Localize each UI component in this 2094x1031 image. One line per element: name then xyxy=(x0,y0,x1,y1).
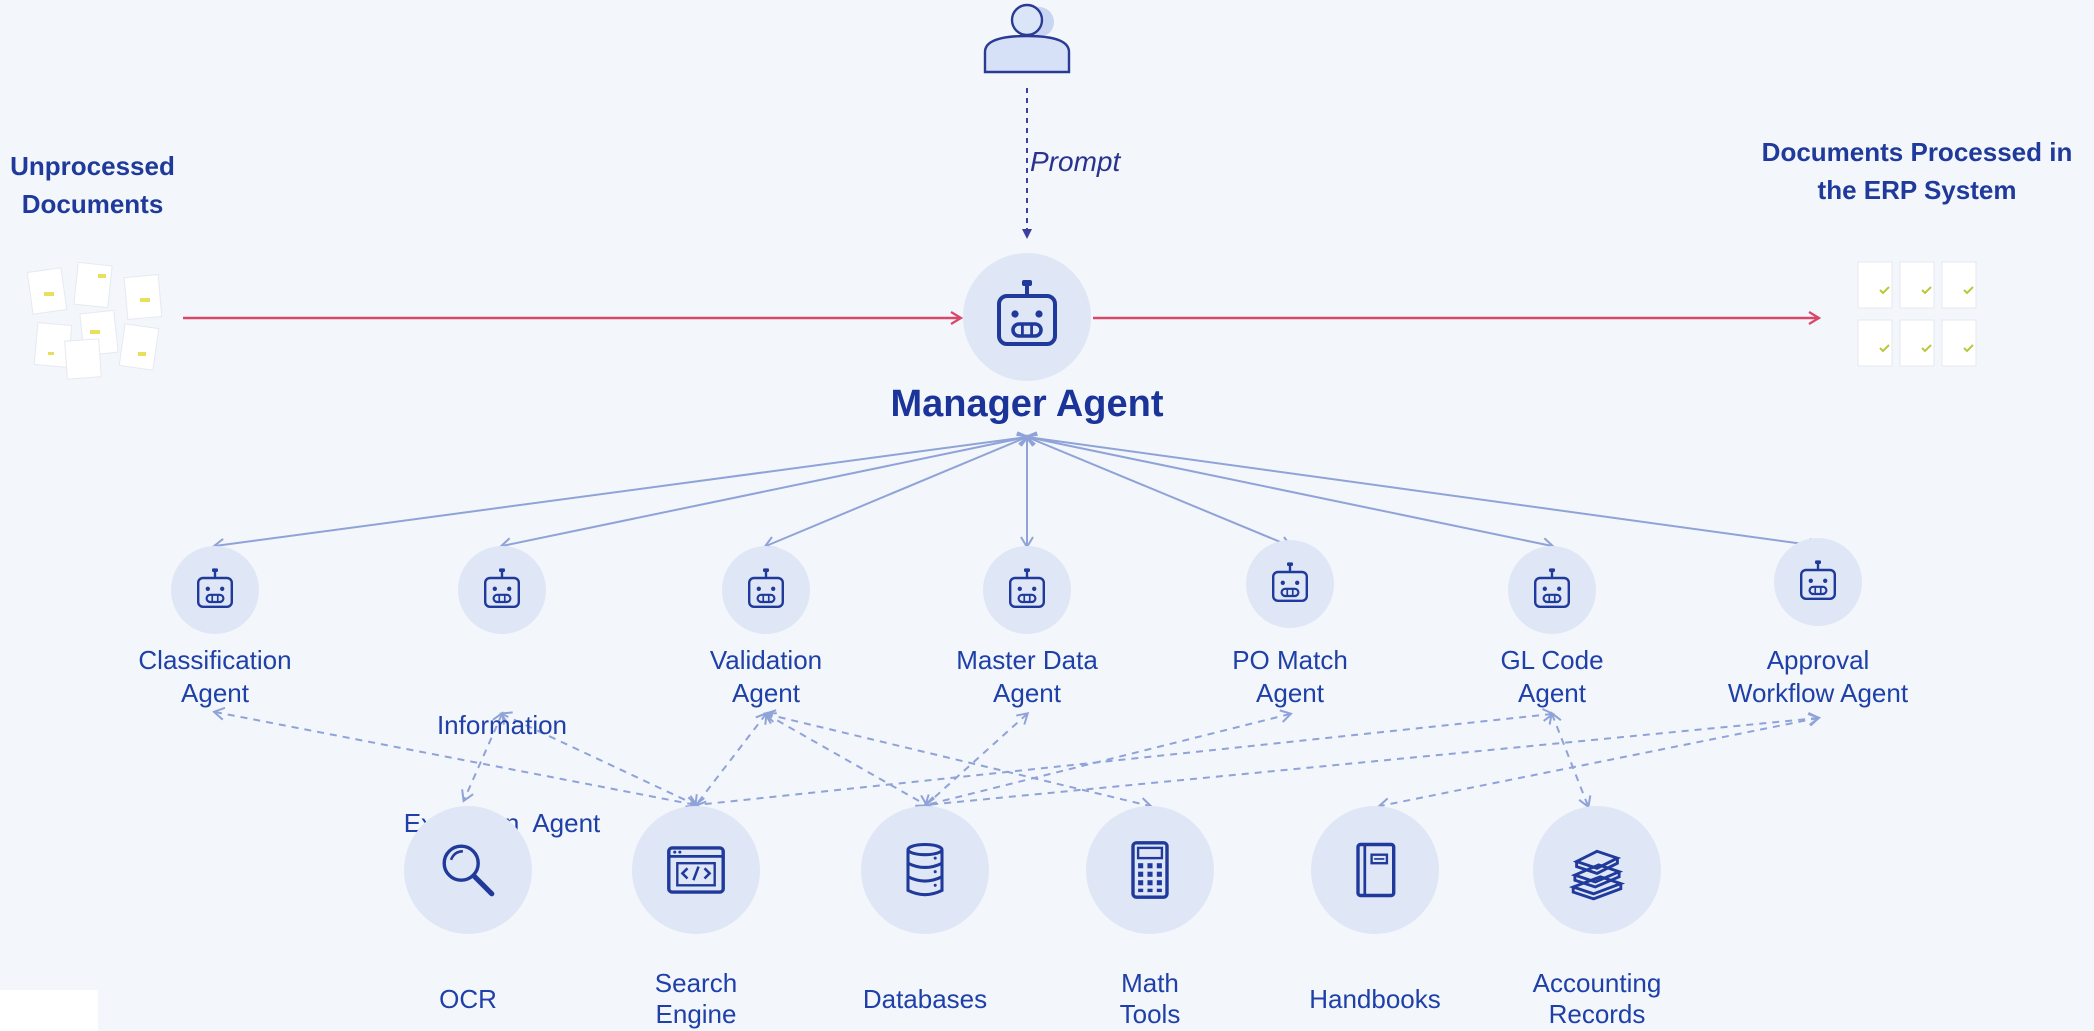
ocr-label: OCR xyxy=(368,984,568,1015)
agent-label-line2: Agent xyxy=(1256,677,1324,708)
approval-workflow-agent-circle xyxy=(1774,538,1862,626)
robot-icon xyxy=(997,280,1057,346)
database-icon xyxy=(906,842,944,897)
robot-icon xyxy=(484,568,520,608)
agent-label-line1: Classification xyxy=(138,645,292,675)
processed-documents-icon xyxy=(1857,261,1977,367)
approval-workflow-agent-label: Approval Workflow Agent xyxy=(1698,644,1938,709)
agent-label-line1: Master Data xyxy=(956,645,1098,675)
book-stack-icon xyxy=(1568,849,1626,901)
handbook-icon xyxy=(1356,842,1396,898)
agent-label-line2: Agent xyxy=(732,677,800,708)
gl-code-agent-circle xyxy=(1508,546,1596,634)
handbooks-circle xyxy=(1311,806,1439,934)
tool-label-line2: Records xyxy=(1548,999,1646,1030)
robot-icon xyxy=(1534,568,1570,608)
agent-label-line1: GL Code xyxy=(1500,645,1604,675)
math-tools-label: Math Tools xyxy=(1050,968,1250,1030)
tool-label-line2: Tools xyxy=(1119,999,1181,1030)
agent-label-line2: Agent xyxy=(993,677,1061,708)
manager-agent-title: Manager Agent xyxy=(890,383,1164,425)
databases-circle xyxy=(861,806,989,934)
robot-icon xyxy=(748,568,784,608)
robot-icon xyxy=(1009,568,1045,608)
databases-label: Databases xyxy=(825,984,1025,1015)
agent-label-line2: Agent xyxy=(181,677,249,708)
unprocessed-title-line2: Documents xyxy=(21,188,164,219)
unprocessed-title: Unprocessed Documents xyxy=(0,148,185,223)
robot-icon xyxy=(197,568,233,608)
math-tools-circle xyxy=(1086,806,1214,934)
tool-label-line2: Engine xyxy=(655,999,737,1030)
calculator-icon xyxy=(1131,841,1169,899)
handbooks-label: Handbooks xyxy=(1275,984,1475,1015)
code-window-icon xyxy=(667,846,725,894)
validation-agent-circle xyxy=(722,546,810,634)
agent-label-line1: PO Match xyxy=(1232,645,1348,675)
unprocessed-title-line1: Unprocessed xyxy=(10,151,175,181)
search-engine-label: Search Engine xyxy=(596,968,796,1030)
processed-title-line1: Documents Processed in xyxy=(1761,137,2073,167)
gl-code-agent-label: GL Code Agent xyxy=(1452,644,1652,709)
unprocessed-documents-icon xyxy=(26,262,163,380)
processed-title-line2: the ERP System xyxy=(1817,174,2017,205)
agent-tool-links xyxy=(212,706,1821,812)
master-data-agent-label: Master Data Agent xyxy=(917,644,1137,709)
tool-label-line1: Accounting xyxy=(1532,968,1662,998)
robot-icon xyxy=(1800,560,1836,600)
manager-agent-links xyxy=(212,431,1821,552)
tool-label-line1: Math xyxy=(1121,968,1179,998)
manager-circle xyxy=(963,253,1091,381)
validation-agent-label: Validation Agent xyxy=(666,644,866,709)
corner-patch xyxy=(0,990,98,1031)
processed-title: Documents Processed in the ERP System xyxy=(1740,134,2094,209)
master-data-agent-circle xyxy=(983,546,1071,634)
prompt-label: Prompt xyxy=(1030,146,1121,177)
tool-label-line1: OCR xyxy=(439,984,497,1014)
tool-label-line1: Handbooks xyxy=(1309,984,1441,1014)
tool-label-line1: Search xyxy=(654,968,738,998)
classification-agent-label: Classification Agent xyxy=(95,644,335,709)
magnifier-icon xyxy=(442,844,495,897)
agent-label-line1: Validation xyxy=(709,645,823,675)
tool-label-line1: Databases xyxy=(862,984,988,1014)
po-match-agent-circle xyxy=(1246,540,1334,628)
ocr-circle xyxy=(404,806,532,934)
agent-label-line2: Agent xyxy=(1518,677,1586,708)
accounting-records-label: Accounting Records xyxy=(1497,968,1697,1030)
robot-icon xyxy=(1272,562,1308,602)
agent-label-line1: Approval xyxy=(1766,645,1870,675)
accounting-records-circle xyxy=(1533,806,1661,934)
user-icon xyxy=(983,3,1071,74)
po-match-agent-label: PO Match Agent xyxy=(1190,644,1390,709)
agent-label-line1: Information xyxy=(436,710,568,740)
information-extraction-agent-circle xyxy=(458,546,546,634)
agent-label-line2: Workflow Agent xyxy=(1727,677,1909,708)
classification-agent-circle xyxy=(171,546,259,634)
